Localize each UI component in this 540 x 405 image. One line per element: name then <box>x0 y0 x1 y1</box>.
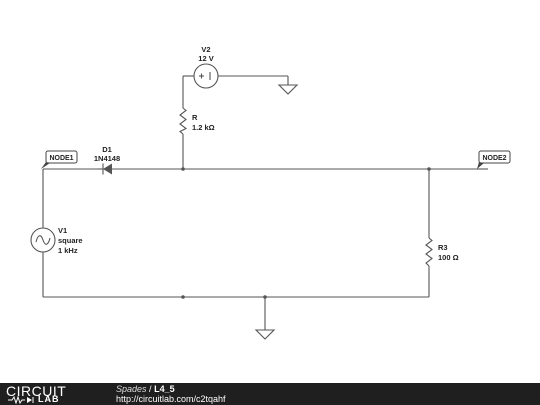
junction-dot <box>181 295 185 299</box>
ground-icon <box>277 84 299 95</box>
breadcrumb: Spades / L4_5 <box>116 384 175 394</box>
junctions <box>181 167 431 299</box>
v1-type-label: square <box>58 236 83 245</box>
v1-name-label: V1 <box>58 226 67 235</box>
v2-value-label: 12 V <box>198 54 213 63</box>
resistor-r3[interactable] <box>425 237 433 267</box>
node2-label: NODE2 <box>482 155 506 162</box>
node-tag-node1[interactable]: NODE1 <box>41 150 78 169</box>
ac-source-v1[interactable] <box>30 227 56 253</box>
junction-dot <box>427 167 431 171</box>
brand-logo-sub: LAB <box>38 394 60 404</box>
resistor-r[interactable] <box>179 107 188 135</box>
brand-logo-text: CIRCUIT <box>6 383 67 399</box>
v2-name-label: V2 <box>201 45 210 54</box>
circuit-title: L4_5 <box>154 384 175 394</box>
schematic-canvas: V2 12 V R 1.2 kΩ D1 1N4148 V1 square 1 k… <box>30 45 511 340</box>
wires <box>42 75 488 330</box>
ground-icon <box>254 329 276 340</box>
d1-value-label: 1N4148 <box>94 154 120 163</box>
r3-name-label: R3 <box>438 243 448 252</box>
junction-dot <box>263 295 267 299</box>
r3-value-label: 100 Ω <box>438 253 459 262</box>
r-value-label: 1.2 kΩ <box>192 123 215 132</box>
breadcrumb-separator: / <box>149 384 152 394</box>
circuit-wave-icon <box>8 396 34 404</box>
diode-d1[interactable] <box>98 163 112 175</box>
circuit-url-link[interactable]: http://circuitlab.com/c2tqahf <box>116 394 226 404</box>
node1-label: NODE1 <box>49 155 73 162</box>
node-tag-node2[interactable]: NODE2 <box>477 150 511 169</box>
dc-source-v2[interactable] <box>193 63 219 89</box>
author-link[interactable]: Spades <box>116 384 147 394</box>
r-name-label: R <box>192 113 198 122</box>
v1-value-label: 1 kHz <box>58 246 78 255</box>
junction-dot <box>181 167 185 171</box>
footer-bar: CIRCUIT LAB Spades / L4_5 http://circuit… <box>0 383 540 405</box>
d1-name-label: D1 <box>102 145 112 154</box>
